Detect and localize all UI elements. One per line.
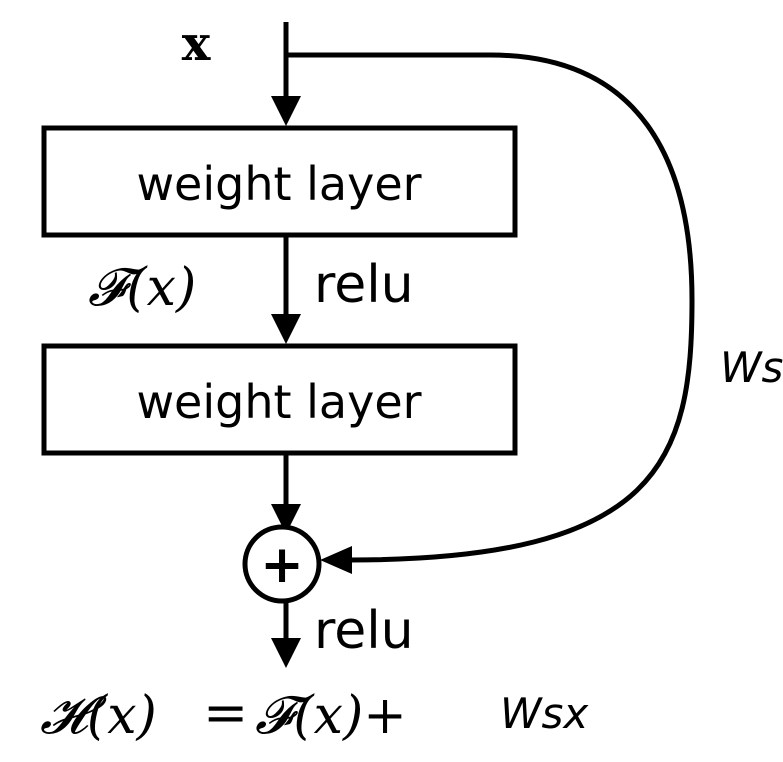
weight-layer-2-label: weight layer [136, 375, 421, 429]
relu-label-1: relu [314, 255, 414, 315]
output-shortcut-term: Wsx [500, 689, 589, 738]
weight-layer-2: weight layer [41, 343, 518, 456]
sum-arrowhead [271, 504, 301, 534]
output-arrowhead [271, 638, 301, 668]
output-equals: = [203, 681, 248, 744]
output-lhs: 𝓗(x) [40, 686, 157, 746]
input-arrowhead [271, 96, 301, 126]
weight-layer-1-label: weight layer [136, 157, 421, 211]
output-rhs: 𝓕(x)+ [255, 686, 407, 746]
input-x-label: x [182, 16, 211, 72]
output-equation: 𝓗(x) = 𝓕(x)+ Wsx [40, 681, 589, 746]
relu-arrowhead-1 [271, 314, 301, 344]
shortcut-weight-label: Ws [720, 343, 783, 392]
plus-symbol: + [260, 535, 304, 595]
residual-function-label: 𝓕(x) [88, 258, 196, 318]
shortcut-arrowhead [320, 546, 352, 574]
sum-node: + [242, 524, 322, 604]
shortcut-connection [288, 52, 695, 563]
weight-layer-1: weight layer [41, 125, 518, 238]
relu-label-2: relu [314, 601, 414, 661]
